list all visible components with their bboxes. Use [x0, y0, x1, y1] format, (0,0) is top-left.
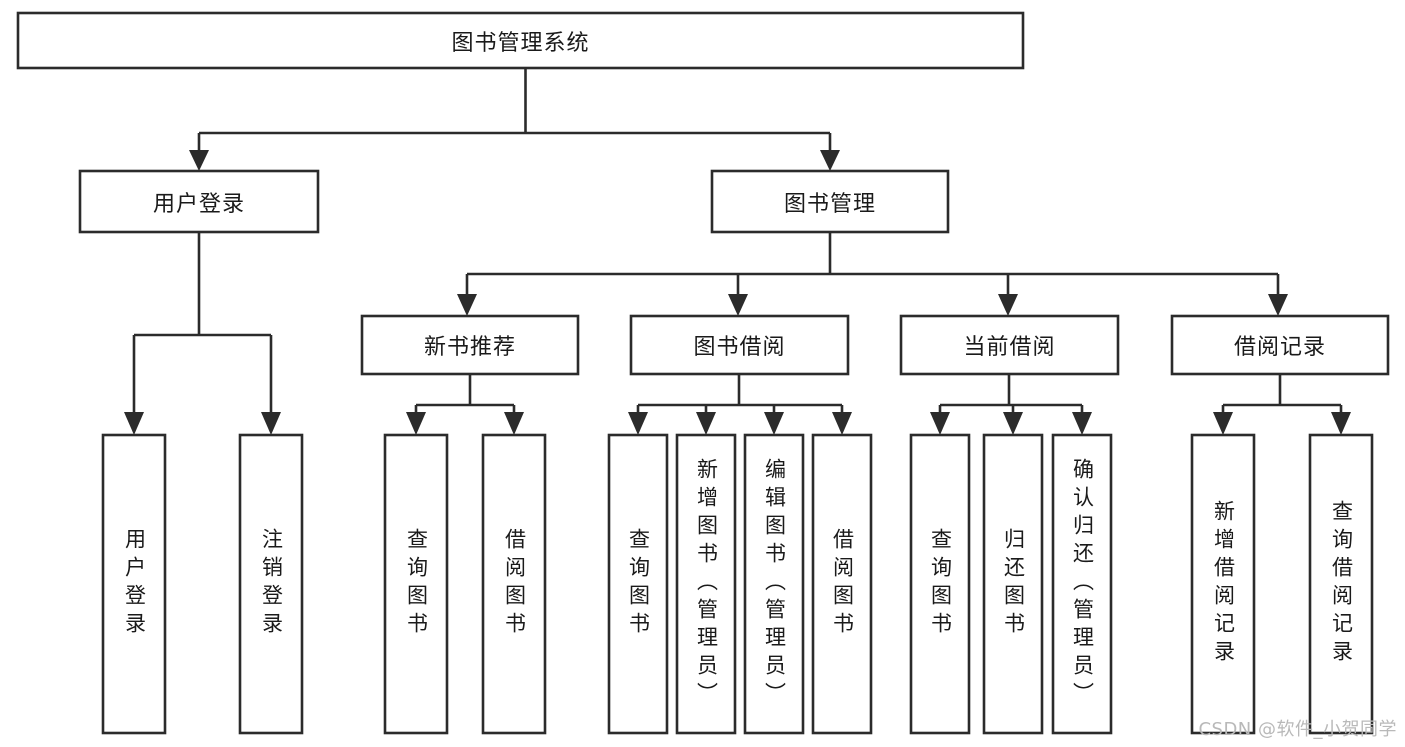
node-book-borrow[interactable]: [629, 314, 850, 376]
node-book-manage[interactable]: [710, 169, 950, 234]
node-leaf-edit-book-admin[interactable]: [743, 433, 805, 735]
node-leaf-query-book-borrow[interactable]: [607, 433, 669, 735]
connector-group: [124, 68, 1351, 435]
arrowhead-leaf-confirm-return-admin: [1072, 412, 1092, 435]
arrowhead-leaf-query-book-current: [930, 412, 950, 435]
node-leaf-confirm-return-admin[interactable]: [1051, 433, 1113, 735]
arrowhead-current-borrow: [998, 294, 1018, 316]
node-leaf-query-book-new[interactable]: [383, 433, 449, 735]
arrowhead-userlogin: [189, 150, 209, 171]
arrowhead-leaf-user-login: [124, 412, 144, 435]
arrowhead-leaf-add-book-admin: [696, 412, 716, 435]
node-current-borrow[interactable]: [899, 314, 1120, 376]
node-new-book-recommend[interactable]: [360, 314, 580, 376]
arrowhead-leaf-borrow-book-new: [504, 412, 524, 435]
node-borrow-record[interactable]: [1170, 314, 1390, 376]
node-leaf-query-borrow-record[interactable]: [1308, 433, 1374, 735]
node-leaf-return-book[interactable]: [982, 433, 1044, 735]
node-leaf-borrow-book[interactable]: [811, 433, 873, 735]
node-root[interactable]: [16, 11, 1025, 70]
arrowhead-bookmanage: [820, 150, 840, 171]
arrowhead-borrow-record: [1268, 294, 1288, 316]
arrowhead-leaf-edit-book-admin: [764, 412, 784, 435]
node-user-login[interactable]: [78, 169, 320, 234]
arrowhead-leaf-logout: [261, 412, 281, 435]
arrowhead-leaf-borrow-book: [832, 412, 852, 435]
arrowhead-leaf-return-book: [1003, 412, 1023, 435]
node-box-group: [16, 11, 1390, 735]
node-leaf-add-book-admin[interactable]: [675, 433, 737, 735]
arrowhead-leaf-query-borrow-record: [1331, 412, 1351, 435]
node-leaf-query-book-current[interactable]: [909, 433, 971, 735]
node-leaf-borrow-book-new[interactable]: [481, 433, 547, 735]
arrowhead-leaf-add-borrow-record: [1213, 412, 1233, 435]
node-leaf-add-borrow-record[interactable]: [1190, 433, 1256, 735]
node-leaf-user-login[interactable]: [101, 433, 167, 735]
arrowhead-book-borrow: [728, 294, 748, 316]
node-leaf-logout[interactable]: [238, 433, 304, 735]
arrowhead-leaf-query-book-borrow: [628, 412, 648, 435]
arrowhead-leaf-query-book-new: [406, 412, 426, 435]
arrowhead-new-book-recommend: [457, 294, 477, 316]
